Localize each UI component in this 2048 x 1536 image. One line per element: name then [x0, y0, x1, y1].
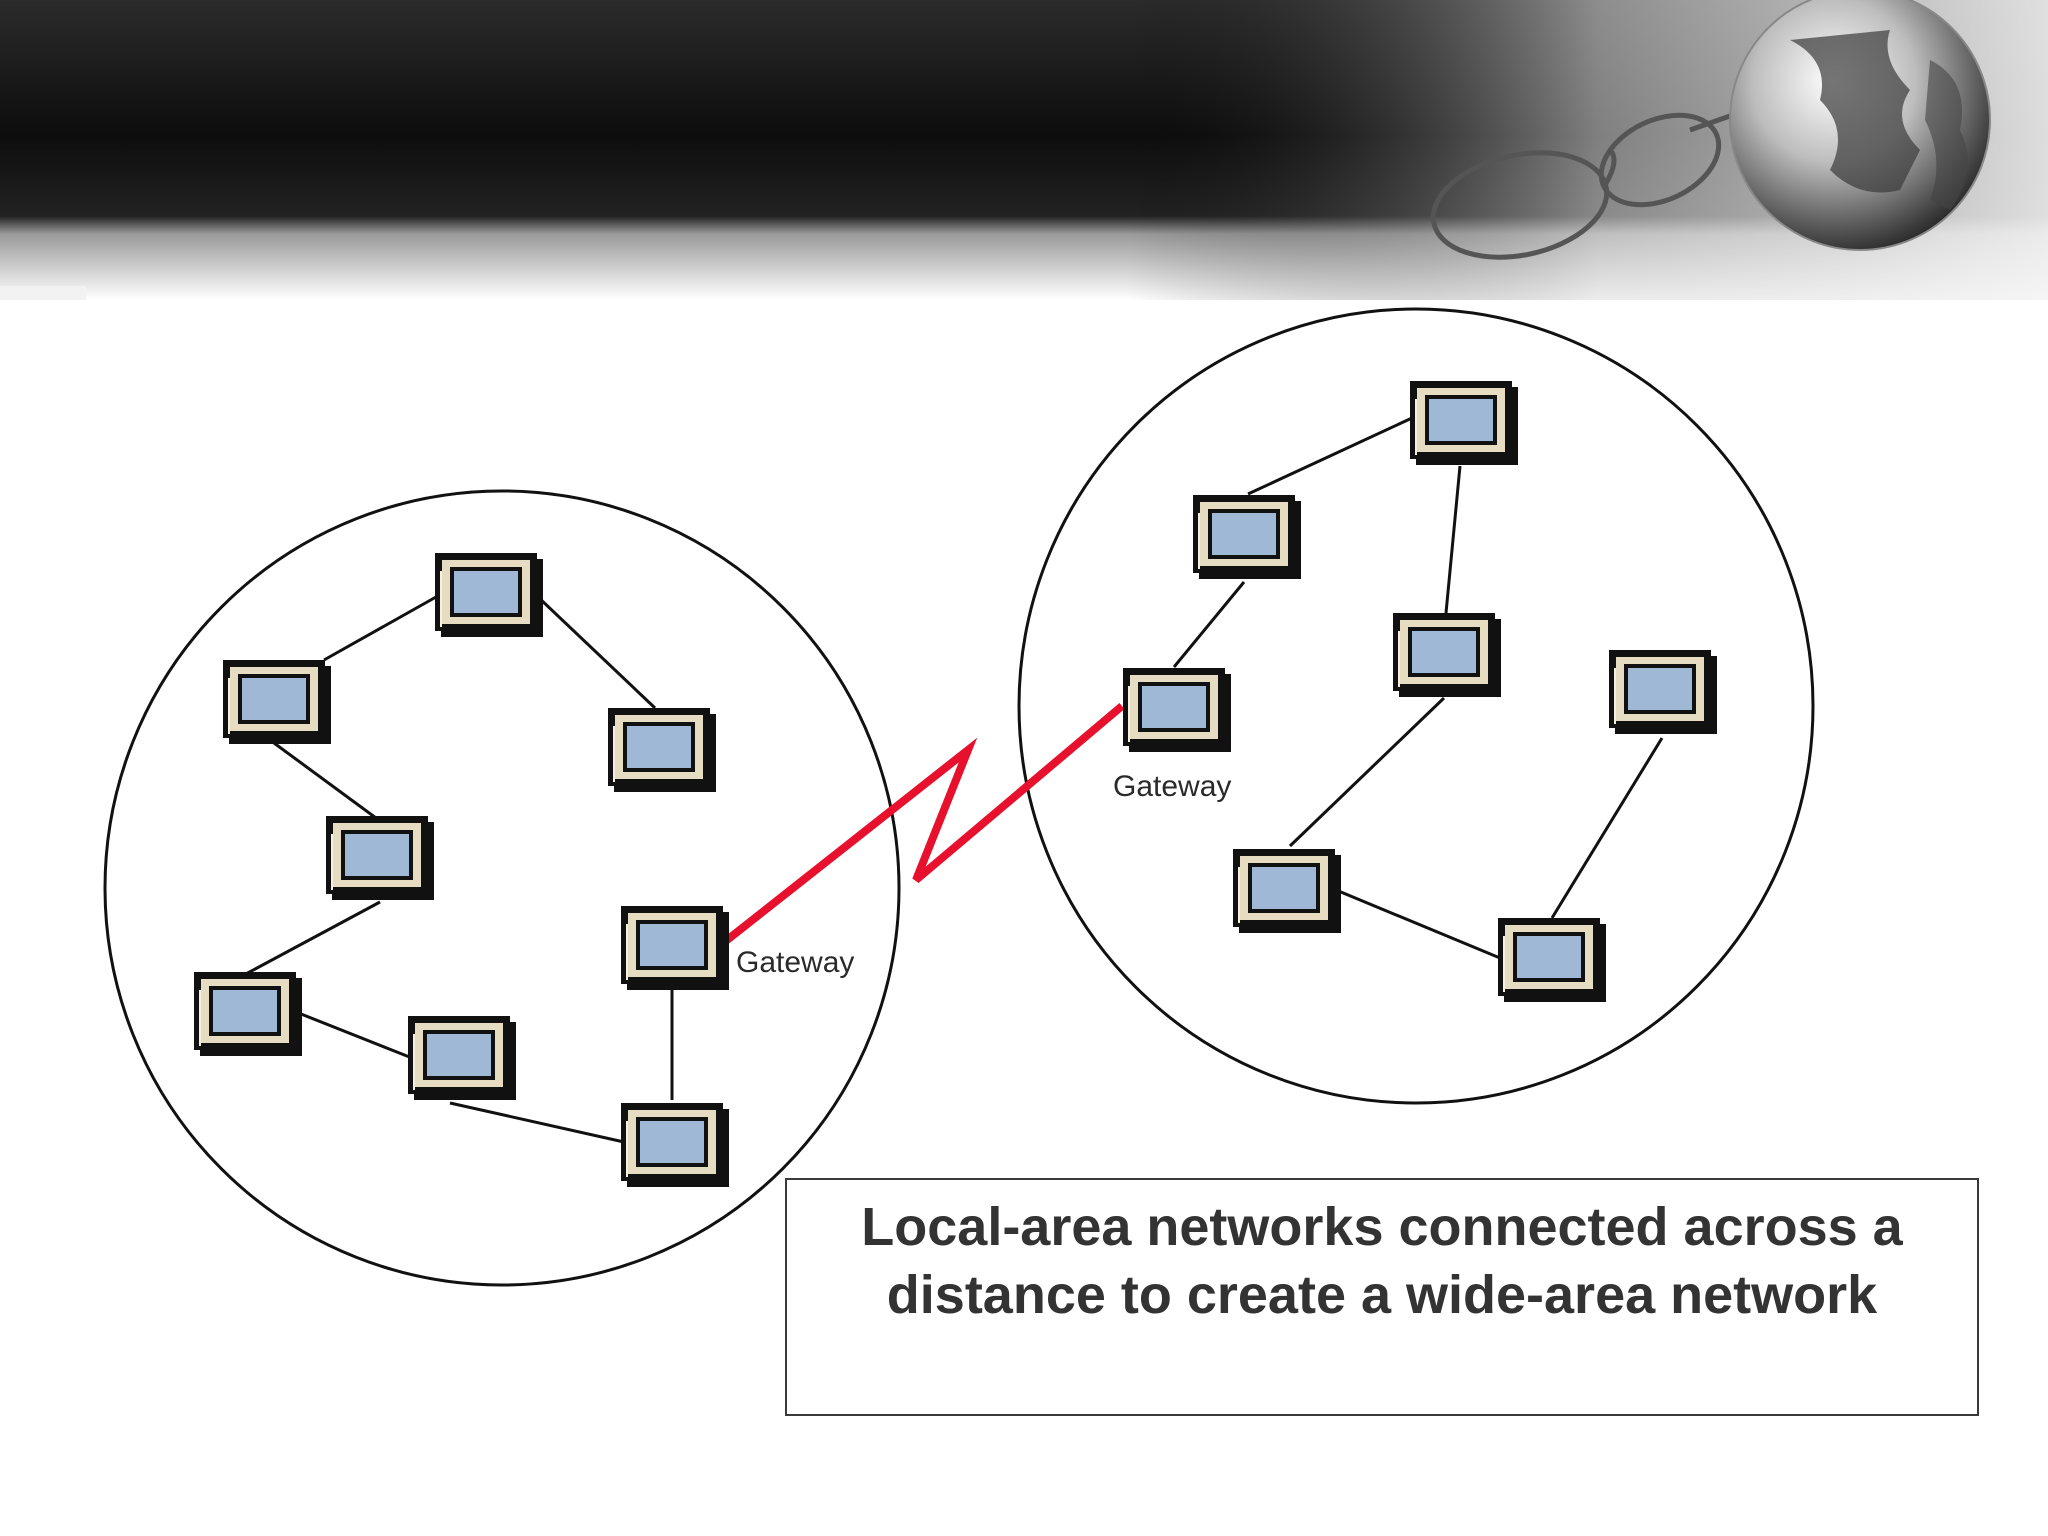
globe-icon [1729, 0, 1991, 251]
lan-right-boundary [1017, 307, 1815, 1105]
gateway-label-right: Gateway [1113, 770, 1231, 803]
computer-icon [222, 659, 332, 745]
computer-icon [193, 971, 303, 1057]
computer-icon [620, 905, 730, 991]
computer-icon [434, 552, 544, 638]
computer-icon [1122, 667, 1232, 753]
caption-line-2: distance to create a wide-area network [886, 1265, 1878, 1325]
computer-icon [1497, 917, 1607, 1003]
caption-line-1: Local-area networks connected across a [861, 1197, 1903, 1257]
caption: Local-area networks connected across a di… [787, 1193, 1977, 1329]
lan-right-links [1172, 416, 1664, 960]
caption-box: Local-area networks connected across a di… [785, 1178, 1979, 1416]
computer-icon [1232, 848, 1342, 934]
gateway-label-left: Gateway [736, 946, 854, 979]
computer-icon [607, 707, 717, 793]
computer-icon [325, 815, 435, 901]
computer-icon [1608, 649, 1718, 735]
computer-icon [1409, 380, 1519, 466]
lan-left-links [243, 595, 674, 1144]
computer-icon [407, 1015, 517, 1101]
wan-link [719, 702, 1125, 948]
computer-icon [1192, 494, 1302, 580]
computer-icon [620, 1102, 730, 1188]
computer-icon [1392, 612, 1502, 698]
lan-left-boundary [103, 489, 901, 1287]
header-banner [0, 0, 2048, 300]
